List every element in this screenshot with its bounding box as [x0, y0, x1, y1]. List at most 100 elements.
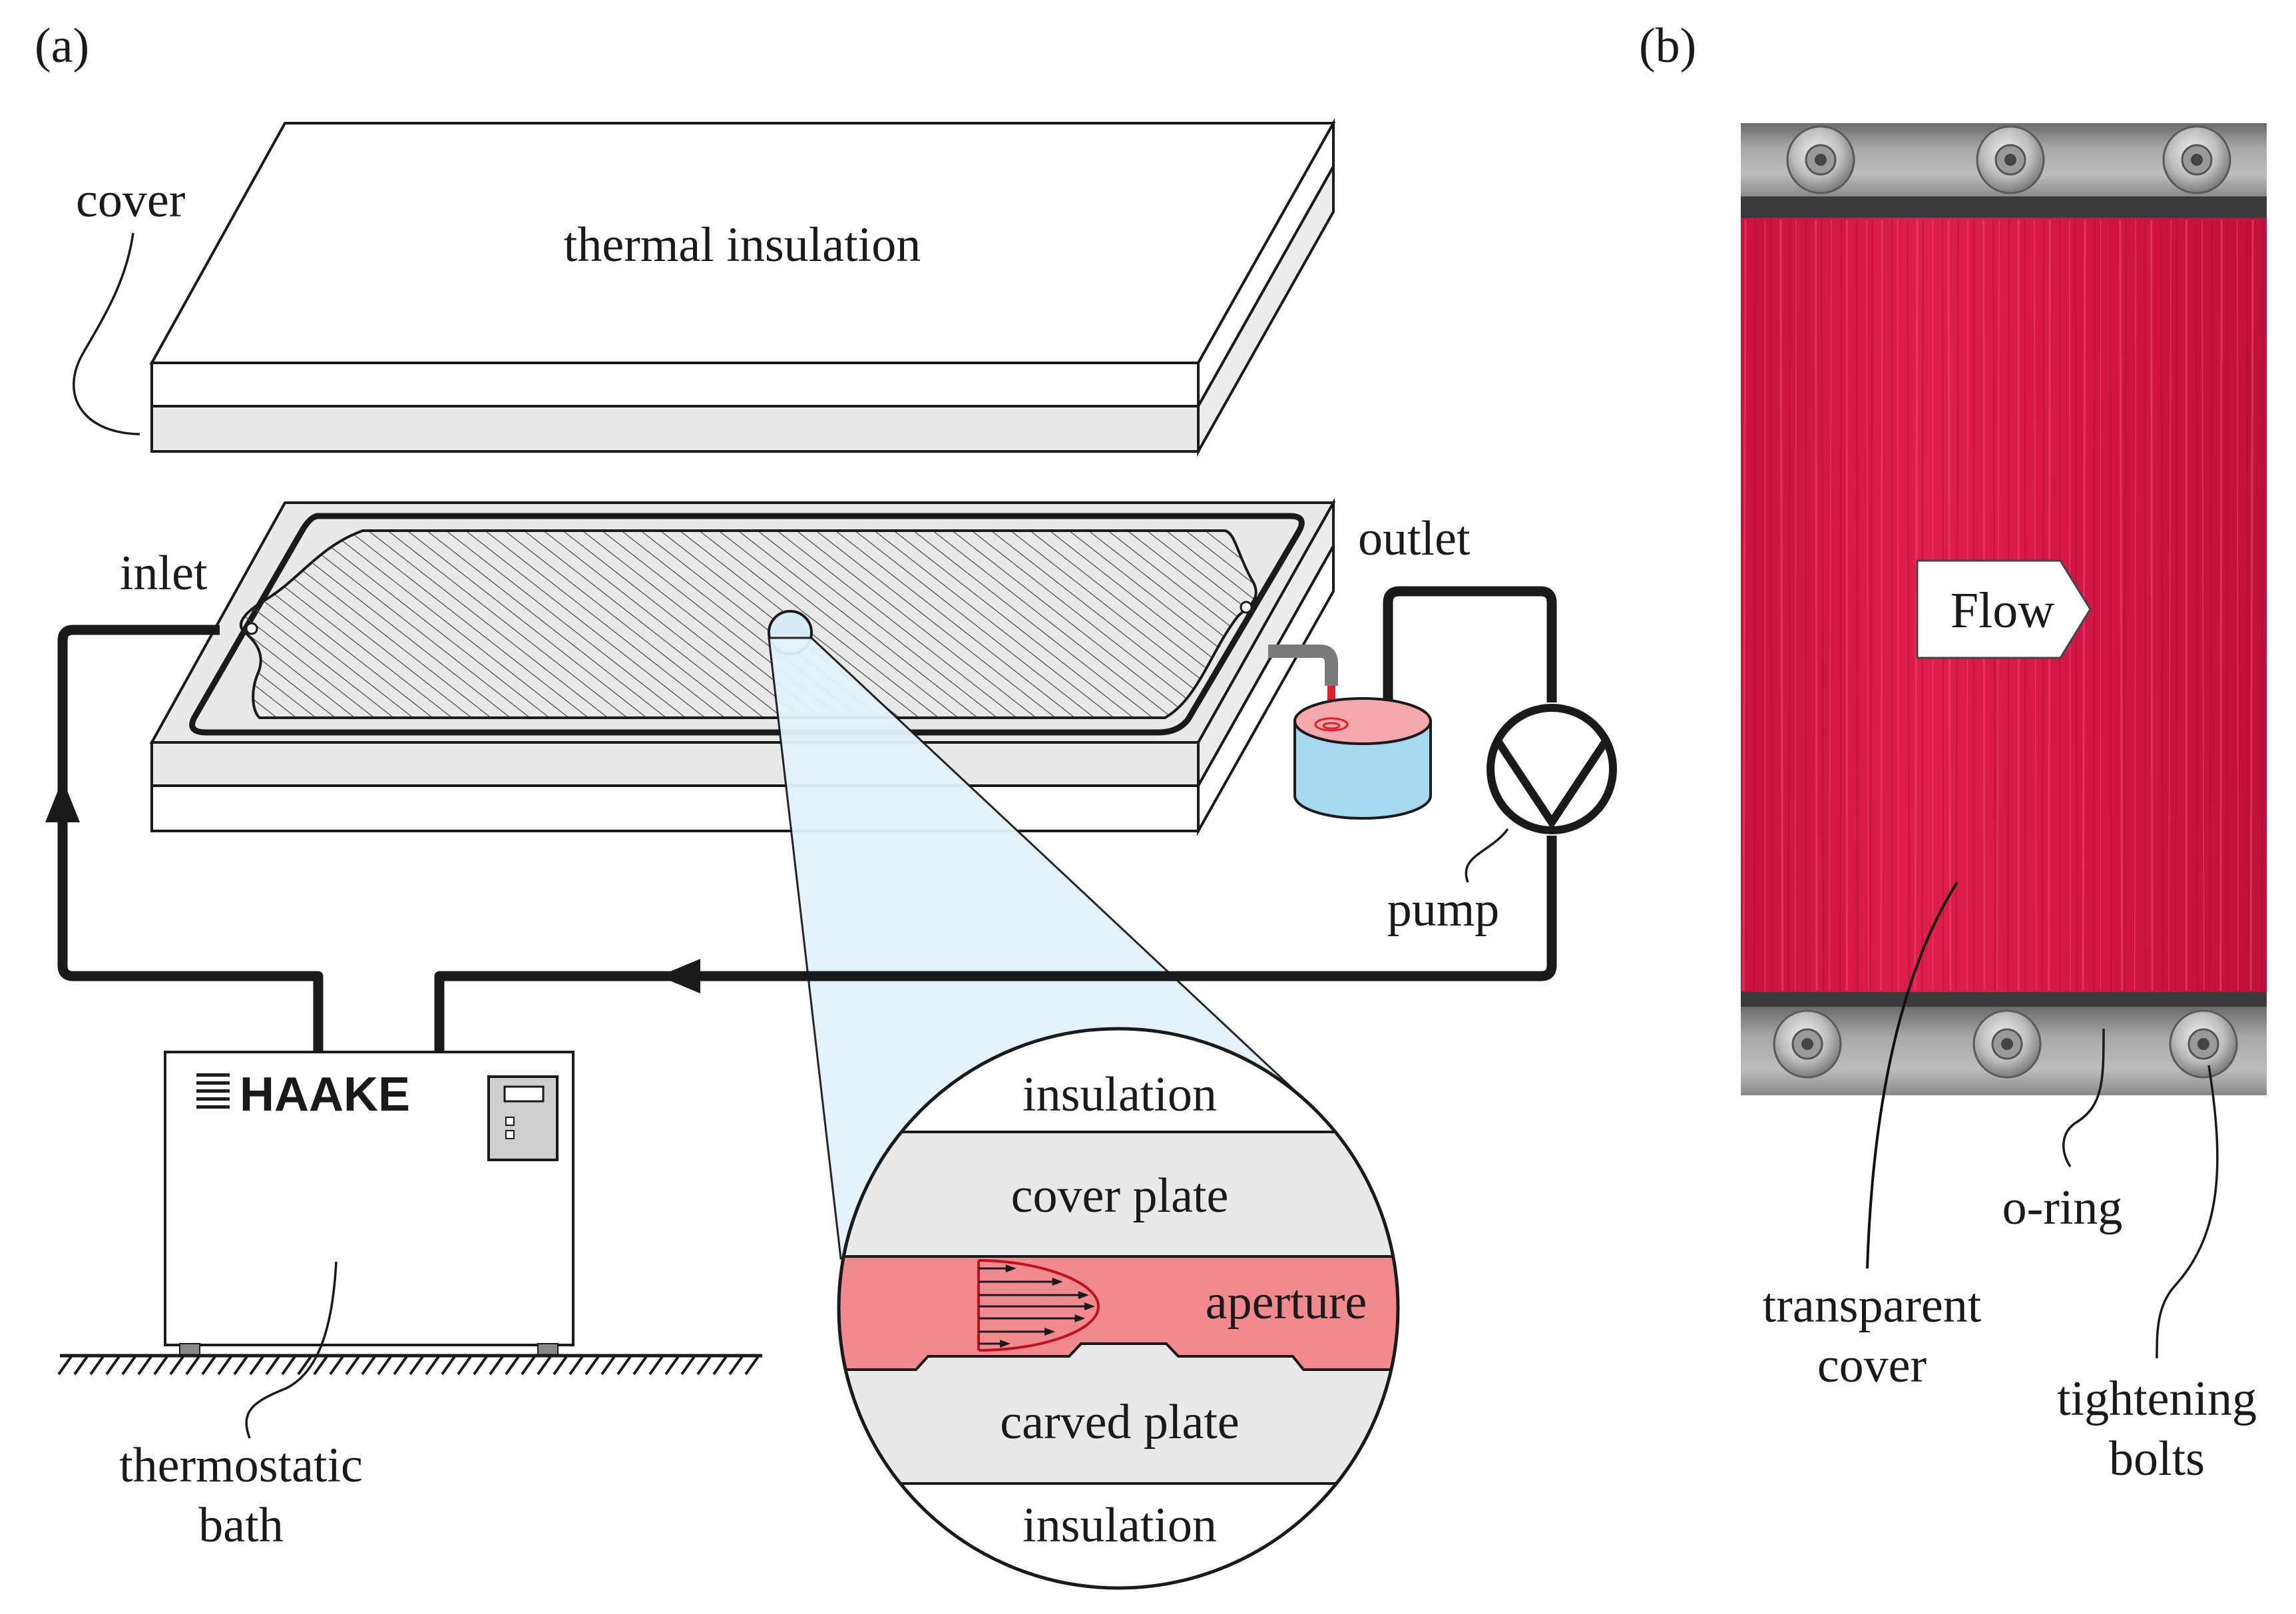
ground-tick — [680, 1354, 696, 1376]
channel-stripe — [2246, 219, 2250, 991]
flow-label: Flow — [1951, 583, 2054, 639]
pump-label: pump — [1387, 882, 1500, 937]
profile-arrow-head — [1074, 1314, 1086, 1322]
thermostatic-bath: HAAKE — [164, 1051, 574, 1356]
channel-stripe — [2093, 219, 2096, 991]
top-o-ring — [1741, 196, 2267, 218]
bath-button-icon — [505, 1130, 515, 1139]
panel-a-label: (a) — [35, 19, 89, 73]
ground-tick — [345, 1354, 361, 1376]
channel-stripe — [2123, 219, 2127, 991]
bolt-icon — [2162, 125, 2231, 194]
bolts-label-line2: bolts — [2109, 1432, 2205, 1486]
ground-tick — [569, 1354, 584, 1376]
ground-tick — [137, 1354, 153, 1376]
ground-tick — [89, 1354, 105, 1376]
bolt-socket — [1801, 1038, 1813, 1050]
cell-assembly — [149, 497, 1336, 836]
brand-logo-icon — [196, 1073, 230, 1109]
bottom-o-ring — [1741, 992, 2267, 1007]
inlet-port — [245, 622, 258, 635]
ground-tick — [313, 1354, 329, 1376]
bolt-socket — [1815, 154, 1827, 166]
ground-tick — [73, 1354, 89, 1376]
pump-leader — [1465, 828, 1509, 883]
channel-stripe — [1880, 219, 1883, 991]
channel-stripe — [1815, 219, 1818, 991]
ground-tick — [616, 1354, 632, 1376]
ground-tick — [584, 1354, 600, 1376]
channel-stripe — [2168, 219, 2172, 991]
bolt-icon — [1773, 1009, 1842, 1079]
bolts-leader — [2156, 1065, 2219, 1359]
ground-tick — [409, 1354, 425, 1376]
channel-stripe — [2261, 219, 2263, 991]
ground-tick — [281, 1354, 297, 1376]
ground-tick — [185, 1354, 201, 1376]
inlet-label: inlet — [120, 546, 208, 601]
bolt-socket — [2004, 154, 2016, 166]
ground-tick — [457, 1354, 473, 1376]
transparent-leader — [1866, 881, 1958, 1269]
ground-tick — [57, 1354, 73, 1376]
oring-leader — [2062, 1028, 2105, 1167]
channel-stripe — [2134, 219, 2136, 991]
channel-stripe — [1794, 219, 1797, 991]
bath-display — [503, 1085, 545, 1103]
bath-label-line1: thermostatic — [119, 1438, 363, 1493]
flow-loop — [45, 586, 1557, 1052]
ground-tick — [600, 1354, 616, 1376]
thermal-insulation-label: thermal insulation — [564, 218, 921, 272]
layer-insulation-top: insulation — [1023, 1067, 1217, 1122]
ground-tick — [648, 1354, 664, 1376]
ground-tick — [505, 1354, 521, 1376]
reservoir — [1293, 697, 1432, 820]
ground-tick — [553, 1354, 569, 1376]
return-flow-arrow — [659, 959, 700, 993]
channel-stripe — [1856, 219, 1859, 991]
ground-tick — [712, 1354, 728, 1376]
ground-tick — [377, 1354, 393, 1376]
bolts-label-line1: tightening — [2057, 1372, 2257, 1426]
bath-leader — [245, 1261, 338, 1439]
channel-stripe — [2110, 219, 2112, 991]
inlet-flow-arrow — [45, 779, 80, 822]
channel-stripe — [1742, 219, 1747, 991]
ground-tick — [201, 1354, 217, 1376]
cover-leader — [73, 232, 140, 435]
ground-tick — [521, 1354, 537, 1376]
ground-tick — [728, 1354, 744, 1376]
channel-stripe — [1869, 219, 1873, 991]
ground-tick — [153, 1354, 169, 1376]
ground-tick — [473, 1354, 489, 1376]
ground-tick — [105, 1354, 121, 1376]
bath-label-line2: bath — [198, 1498, 283, 1553]
ground-hatch — [57, 1354, 762, 1376]
velocity-profile — [977, 1259, 1100, 1352]
transparent-label-line1: transparent — [1763, 1278, 1982, 1333]
ground-tick — [393, 1354, 409, 1376]
ground-tick — [664, 1354, 680, 1376]
bath-brand-label: HAAKE — [240, 1068, 410, 1121]
panel-b-label: (b) — [1639, 19, 1696, 73]
ground-tick — [425, 1354, 441, 1376]
channel-stripe — [1839, 219, 1842, 991]
channel-stripe — [1779, 219, 1784, 991]
channel-stripe — [1821, 219, 1825, 991]
flow-arrow-icon — [1916, 559, 2092, 659]
ground-tick — [217, 1354, 233, 1376]
ground-tick — [233, 1354, 249, 1376]
channel-stripe — [2150, 219, 2154, 991]
ground-tick — [744, 1354, 760, 1376]
outlet-port — [1240, 601, 1253, 614]
layer-carved-plate: carved plate — [1000, 1395, 1240, 1450]
profile-arrow-head — [1052, 1278, 1063, 1286]
cover-slab — [149, 118, 1336, 457]
bolt-socket — [2191, 154, 2203, 166]
bolt-icon — [2169, 1009, 2238, 1079]
channel-stripe — [1787, 219, 1791, 991]
ground-tick — [169, 1354, 185, 1376]
channel-stripe — [1770, 219, 1773, 991]
